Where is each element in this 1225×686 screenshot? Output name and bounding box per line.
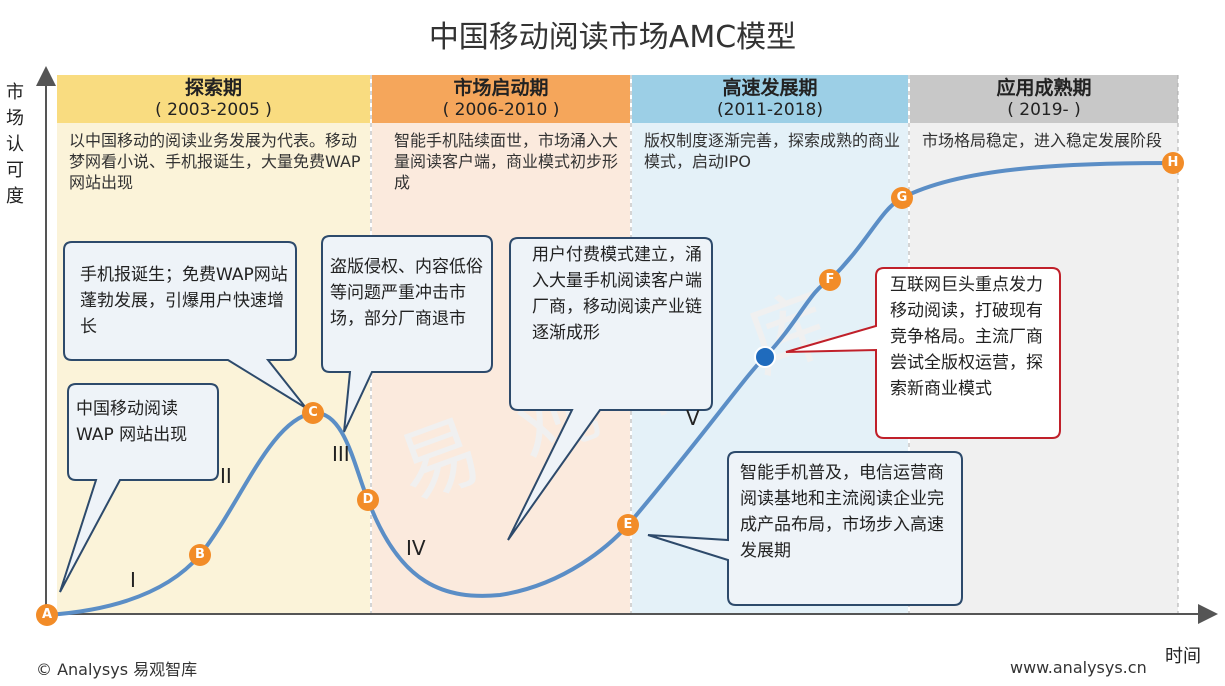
- phase-header: 高速发展期 (2011-2018): [632, 75, 908, 123]
- callout-bubble-red: [785, 267, 1061, 439]
- amc-curve: [46, 161, 1174, 617]
- callout-text: 手机报诞生；免费WAP网站蓬勃发展，引爆用户快速增长: [80, 265, 288, 337]
- phase-name: 市场启动期: [453, 77, 549, 99]
- marker-d: D: [357, 489, 379, 511]
- callout-bubble: [321, 235, 493, 433]
- marker-f: F: [819, 269, 841, 291]
- marker-b: B: [189, 544, 211, 566]
- stage-label: III: [332, 442, 350, 466]
- phase-header: 应用成熟期 ( 2019- ): [910, 75, 1178, 123]
- callout-bubble: [647, 451, 963, 606]
- phase-years: ( 2003-2005 ): [155, 100, 272, 120]
- copyright-credit: © Analysys 易观智库: [36, 660, 198, 679]
- callout-text: 中国移动阅读 WAP 网站出现: [76, 399, 188, 445]
- callout-bubble: [507, 237, 713, 541]
- callout-text: 互联网巨头重点发力移动阅读，打破现有竞争格局。主流厂商尝试全版权运营，探索新商业…: [890, 275, 1043, 399]
- marker-e: E: [617, 514, 639, 536]
- phase-header: 市场启动期 ( 2006-2010 ): [372, 75, 630, 123]
- marker-a: A: [36, 604, 58, 626]
- phase-description: 以中国移动的阅读业务发展为代表。移动梦网看小说、手机报诞生，大量免费WAP网站出…: [69, 131, 361, 192]
- phase-years: ( 2006-2010 ): [442, 100, 560, 120]
- marker-c: C: [302, 402, 324, 424]
- callout-text: 盗版侵权、内容低俗等问题严重冲击市场，部分厂商退市: [330, 257, 483, 329]
- marker-h: H: [1162, 152, 1184, 174]
- callout-bubble: [63, 241, 307, 409]
- stage-label: V: [686, 406, 700, 430]
- site-url: www.analysys.cn: [1010, 658, 1147, 677]
- callout-bubble: [59, 383, 219, 593]
- callout-text: 智能手机普及，电信运营商阅读基地和主流阅读企业完成产品布局，市场步入高速发展期: [740, 463, 944, 561]
- marker-g: G: [891, 187, 913, 209]
- phase-description: 版权制度逐渐完善，探索成熟的商业模式，启动IPO: [644, 131, 901, 171]
- callout-text: 用户付费模式建立，涌入大量手机阅读客户端厂商，移动阅读产业链逐渐成形: [532, 245, 702, 343]
- phase-description: 智能手机陆续面世，市场涌入大量阅读客户端，商业模式初步形成: [394, 131, 619, 192]
- phase-name: 应用成熟期: [996, 77, 1092, 99]
- phase-header: 探索期 ( 2003-2005 ): [57, 75, 370, 123]
- stage-label: I: [130, 568, 136, 592]
- stage-label: II: [220, 464, 232, 488]
- phase-name: 探索期: [184, 77, 242, 99]
- phase-years: ( 2019- ): [1007, 100, 1081, 120]
- phase-years: (2011-2018): [717, 100, 823, 120]
- stage-label: IV: [406, 536, 426, 560]
- x-axis-label: 时间: [1165, 646, 1201, 667]
- page-title: 中国移动阅读市场AMC模型: [428, 20, 797, 55]
- phase-name: 高速发展期: [722, 77, 818, 99]
- y-axis-label: 市场认可度: [6, 82, 24, 207]
- highlight-dot: [754, 346, 776, 368]
- phase-description: 市场格局稳定，进入稳定发展阶段: [922, 131, 1163, 150]
